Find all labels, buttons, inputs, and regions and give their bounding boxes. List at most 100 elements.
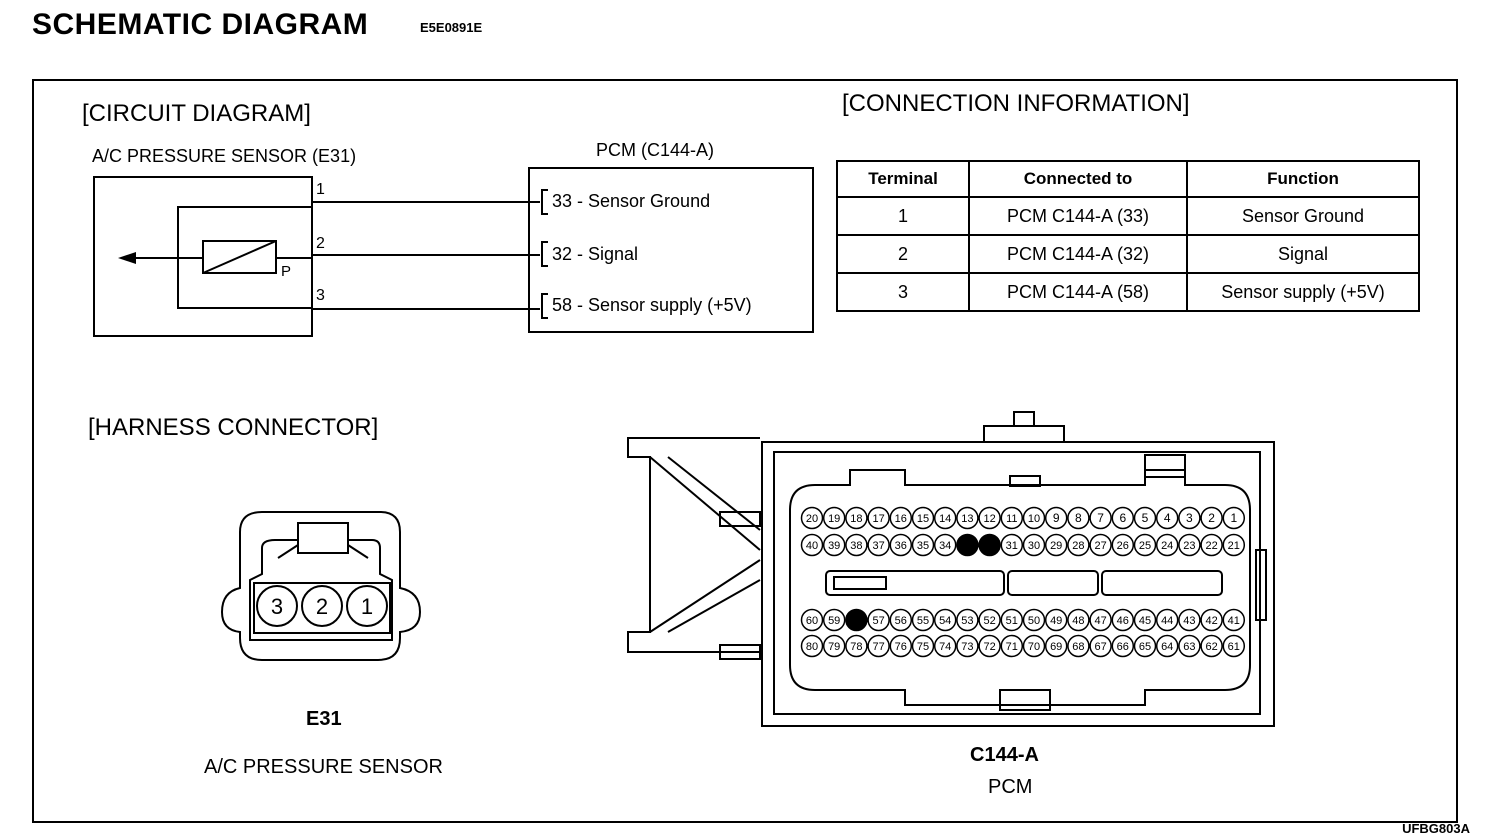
c144a-pin-17 xyxy=(867,506,890,530)
c144a-pin-44 xyxy=(1155,608,1179,632)
c144a-pin-13 xyxy=(956,506,979,530)
c144a-pin-27 xyxy=(1089,533,1112,557)
c144a-pin-label: 18 xyxy=(850,513,862,525)
e31-latch xyxy=(297,522,349,554)
connection-table: Terminal Connected to Function 1 PCM C14… xyxy=(836,160,1420,312)
c144a-name: PCM xyxy=(988,776,1033,798)
c144a-pin-label: 75 xyxy=(917,641,929,653)
c144a-pin-47 xyxy=(1089,608,1112,632)
c144a-pin-40 xyxy=(800,533,824,557)
c144a-pin-label: 27 xyxy=(1094,540,1106,552)
e31-name: A/C PRESSURE SENSOR xyxy=(204,756,443,778)
c144a-pin-48 xyxy=(1067,608,1090,632)
c144a-pin-label: 65 xyxy=(1139,641,1151,653)
column-header-terminal: Terminal xyxy=(836,160,970,198)
c144a-pin-66 xyxy=(1111,634,1135,658)
c144a-pin-3 xyxy=(1178,506,1201,530)
c144a-pin-label: 57 xyxy=(872,615,884,627)
c144a-pin-label: 67 xyxy=(1094,641,1106,653)
c144a-pin-32 xyxy=(978,533,1001,557)
pcm-pin-58-label: 58 - Sensor supply (+5V) xyxy=(552,295,752,315)
c144a-pin-68 xyxy=(1067,634,1090,658)
c144a-pin-label: 46 xyxy=(1117,615,1129,627)
c144a-pin-label: 20 xyxy=(806,513,818,525)
c144a-pin-42 xyxy=(1200,608,1223,632)
c144a-housing xyxy=(761,441,1275,727)
c144a-pin-label: 72 xyxy=(983,641,995,653)
c144a-pin-label: 8 xyxy=(1075,511,1082,525)
pcm-bracket-32 xyxy=(541,241,548,267)
c144a-pin-label: 23 xyxy=(1183,540,1195,552)
c144a-pin-73 xyxy=(956,634,979,658)
harness-connector-heading: [HARNESS CONNECTOR] xyxy=(88,414,379,441)
c144a-slot-3 xyxy=(1101,570,1223,596)
c144a-pin-label: 28 xyxy=(1072,540,1084,552)
c144a-pin-18 xyxy=(845,506,868,530)
c144a-pin-74 xyxy=(933,634,957,658)
c144a-pin-label: 59 xyxy=(828,615,840,627)
c144a-pin-75 xyxy=(911,634,935,658)
c144a-pin-54 xyxy=(933,608,957,632)
c144a-pin-35 xyxy=(911,533,935,557)
connected-to-cell: PCM C144-A (58) xyxy=(968,272,1188,312)
c144a-slot-2 xyxy=(1007,570,1099,596)
c144a-pin-label: 38 xyxy=(850,540,862,552)
e31-pin-2: 2 xyxy=(316,594,328,619)
c144a-pin-26 xyxy=(1111,533,1135,557)
c144a-pin-label: 64 xyxy=(1161,641,1173,653)
sensor-pin-1: 1 xyxy=(316,181,325,198)
table-row: 2 PCM C144-A (32) Signal xyxy=(836,234,1420,274)
c144a-pin-51 xyxy=(1000,608,1024,632)
c144a-pin-15 xyxy=(911,506,935,530)
c144a-pin-label: 68 xyxy=(1072,641,1084,653)
c144a-knob xyxy=(1013,411,1035,427)
c144a-pin-label: 69 xyxy=(1050,641,1062,653)
c144a-pin-76 xyxy=(889,634,913,658)
c144a-pin-16 xyxy=(889,506,913,530)
pcm-pin-33-label: 33 - Sensor Ground xyxy=(552,191,710,211)
e31-pin-1: 1 xyxy=(361,594,373,619)
pcm-box xyxy=(528,167,814,333)
c144a-pin-31 xyxy=(1000,533,1024,557)
c144a-pin-label: 6 xyxy=(1119,511,1126,525)
c144a-pin-11 xyxy=(1000,506,1024,530)
c144a-pin-8 xyxy=(1067,506,1090,530)
figure-reference: UFBG803A xyxy=(1402,821,1470,836)
c144a-pin-label: 48 xyxy=(1072,615,1084,627)
c144a-pin-label: 77 xyxy=(872,641,884,653)
terminal-cell: 1 xyxy=(836,196,970,236)
c144a-pin-label: 63 xyxy=(1183,641,1195,653)
pcm-pin-32-label: 32 - Signal xyxy=(552,244,638,264)
c144a-pin-52 xyxy=(978,608,1001,632)
diagram-frame xyxy=(32,79,1458,823)
c144a-pin-label: 29 xyxy=(1050,540,1062,552)
left-arrow-icon xyxy=(118,252,136,264)
c144a-id: C144-A xyxy=(970,744,1039,766)
pcm-bracket-33 xyxy=(541,189,548,215)
e31-pin-2-socket xyxy=(301,585,343,627)
c144a-pin-label: 62 xyxy=(1205,641,1217,653)
connection-info-heading: [CONNECTION INFORMATION] xyxy=(842,90,1190,117)
column-header-connected-to: Connected to xyxy=(968,160,1188,198)
c144a-pin-65 xyxy=(1133,634,1157,658)
c144a-pin-label: 30 xyxy=(1028,540,1040,552)
c144a-pin-label: 4 xyxy=(1164,511,1171,525)
c144a-pin-25 xyxy=(1133,533,1157,557)
c144a-pin-45 xyxy=(1133,608,1157,632)
connected-to-cell: PCM C144-A (32) xyxy=(968,234,1188,274)
c144a-pin-label: 10 xyxy=(1028,513,1040,525)
c144a-pin-79 xyxy=(822,634,846,658)
table-header-row: Terminal Connected to Function xyxy=(836,160,1420,198)
function-cell: Signal xyxy=(1186,234,1420,274)
c144a-pin-46 xyxy=(1111,608,1135,632)
c144a-pin-59 xyxy=(822,608,846,632)
c144a-bracket xyxy=(627,437,760,653)
c144a-pin-6 xyxy=(1111,506,1135,530)
c144a-pin-30 xyxy=(1022,533,1046,557)
c144a-pin-19 xyxy=(822,506,846,530)
c144a-pin-label: 55 xyxy=(917,615,929,627)
c144a-pin-14 xyxy=(933,506,957,530)
c144a-pin-29 xyxy=(1044,533,1068,557)
